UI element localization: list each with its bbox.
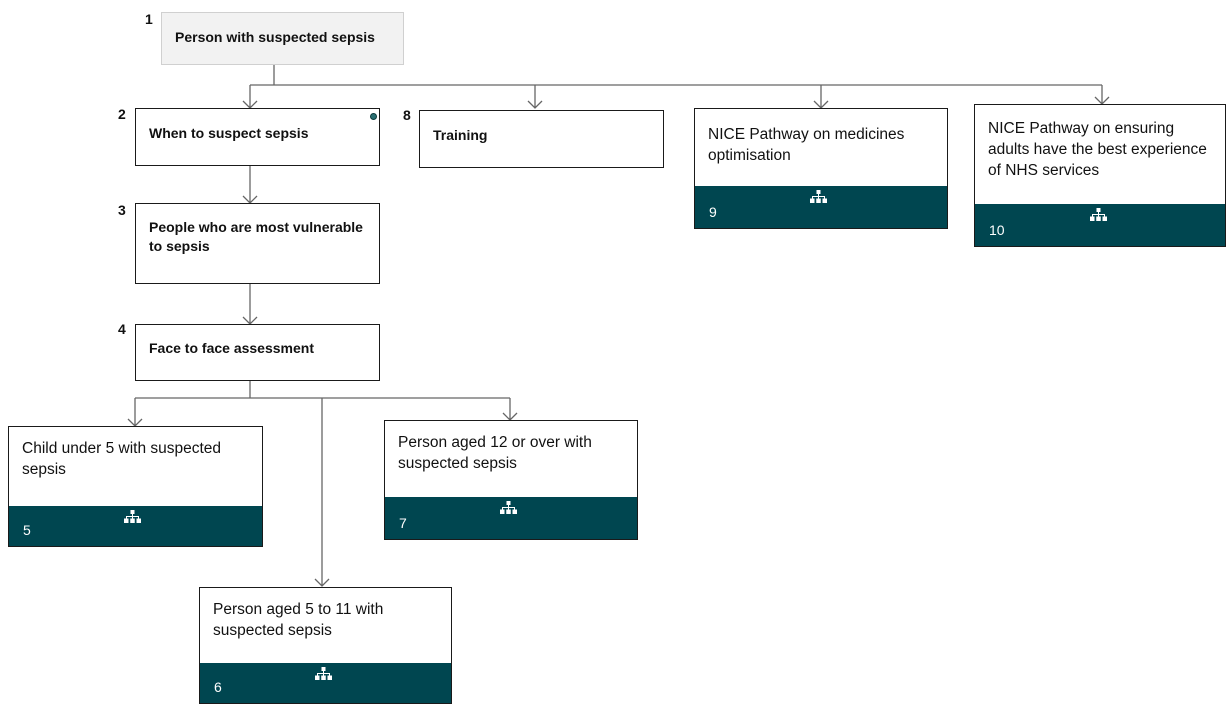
node-face-to-face-assessment[interactable]: Face to face assessment (135, 324, 380, 381)
node-number: 8 (403, 107, 411, 123)
connector-root-trunk (250, 65, 1102, 86)
node-footer: 6 (200, 663, 451, 703)
sitemap-icon (1090, 208, 1107, 221)
node-person-aged-12-or-over[interactable]: Person aged 12 or over with suspected se… (384, 420, 638, 540)
sitemap-icon (810, 190, 827, 203)
node-number: 10 (989, 222, 1005, 238)
connector-to-node-5 (127, 398, 143, 427)
connector-to-node-9 (813, 85, 829, 109)
node-child-under-5[interactable]: Child under 5 with suspected sepsis 5 (8, 426, 263, 547)
node-person-with-suspected-sepsis[interactable]: Person with suspected sepsis (161, 12, 404, 65)
node-label: Face to face assessment (149, 340, 314, 356)
sitemap-icon (124, 510, 141, 523)
node-footer: 5 (9, 506, 262, 546)
sitemap-icon (315, 667, 332, 680)
node-number: 3 (118, 202, 126, 218)
node-nice-pathway-medicines[interactable]: NICE Pathway on medicines optimisation 9 (694, 108, 948, 229)
connector-to-node-10 (1094, 85, 1110, 105)
node-footer: 9 (695, 186, 947, 228)
node-when-to-suspect-sepsis[interactable]: When to suspect sepsis (135, 108, 380, 166)
node-person-aged-5-to-11[interactable]: Person aged 5 to 11 with suspected sepsi… (199, 587, 452, 704)
node-label: NICE Pathway on medicines optimisation (708, 126, 905, 164)
node-people-most-vulnerable[interactable]: People who are most vulnerable to sepsis (135, 203, 380, 284)
sitemap-icon (500, 501, 517, 514)
node-number: 7 (399, 515, 407, 531)
dot-icon (370, 113, 377, 120)
node-label: When to suspect sepsis (149, 125, 309, 141)
node-label: Child under 5 with suspected sepsis (22, 440, 222, 478)
node-number: 6 (214, 679, 222, 695)
connector-3-to-4 (242, 284, 258, 325)
node-label: Person aged 12 or over with suspected se… (398, 434, 592, 472)
node-number: 5 (23, 522, 31, 538)
node-nice-pathway-nhs-experience[interactable]: NICE Pathway on ensuring adults have the… (974, 104, 1226, 247)
node-label: NICE Pathway on ensuring adults have the… (988, 120, 1207, 179)
connector-to-node-2 (242, 85, 258, 109)
node-training[interactable]: Training (419, 110, 664, 168)
node-footer: 7 (385, 497, 637, 539)
node-label: People who are most vulnerable to sepsis (149, 219, 363, 254)
node-number: 2 (118, 106, 126, 122)
connector-to-node-6 (314, 398, 330, 587)
node-label: Person aged 5 to 11 with suspected sepsi… (213, 601, 384, 639)
node-label: Training (433, 127, 488, 143)
node-label: Person with suspected sepsis (175, 29, 375, 45)
connector-to-node-7 (502, 398, 518, 421)
node-number: 4 (118, 321, 126, 337)
connector-2-to-3 (242, 166, 258, 204)
connector-to-node-8 (527, 85, 543, 109)
node-footer: 10 (975, 204, 1225, 246)
node-number: 9 (709, 204, 717, 220)
connector-4-branch (135, 381, 510, 399)
node-number: 1 (145, 11, 153, 27)
